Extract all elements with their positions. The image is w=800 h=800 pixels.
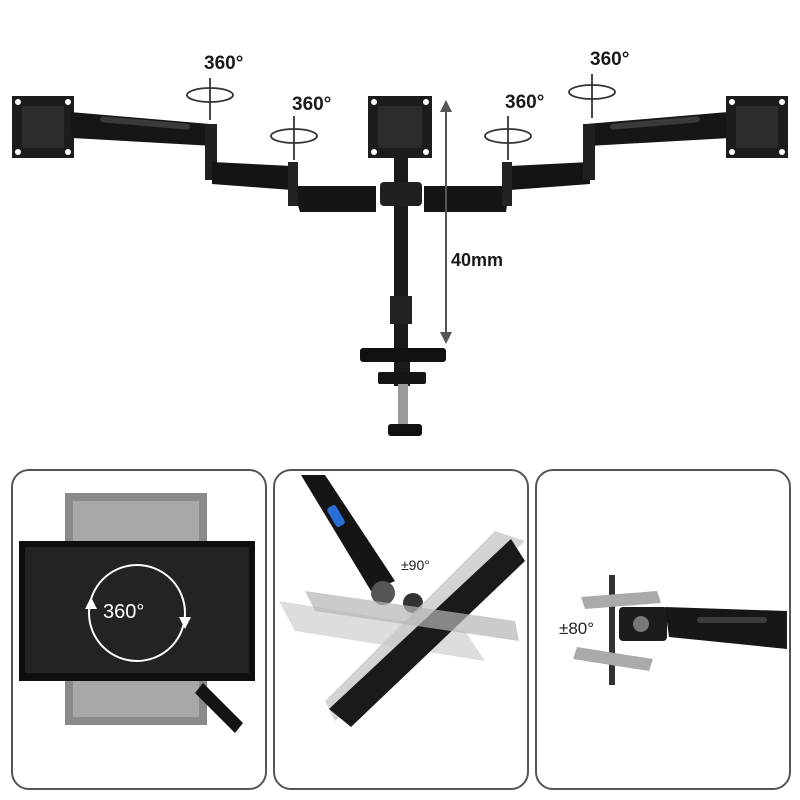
desk-clamp bbox=[360, 348, 446, 436]
rotation-label-4: 360° bbox=[590, 49, 630, 70]
rotation-axis-markers bbox=[186, 74, 616, 160]
pole bbox=[380, 156, 422, 356]
center-vesa-plate bbox=[368, 96, 432, 158]
detail-panel-rotation: 360° bbox=[11, 469, 267, 790]
tilt-label: ±90° bbox=[401, 557, 430, 573]
height-label: 40mm bbox=[451, 250, 504, 270]
rotation-label-3: 360° bbox=[505, 92, 545, 113]
right-outer-arm bbox=[583, 112, 730, 180]
detail-panel-tilt: ±90° bbox=[273, 469, 529, 790]
height-adjust-arrow bbox=[440, 100, 452, 344]
left-inner-arm bbox=[212, 162, 376, 212]
swivel-label: ±80° bbox=[559, 619, 595, 638]
detail-panel-swivel: ±80° bbox=[535, 469, 791, 790]
rotation-360-label: 360° bbox=[103, 601, 145, 623]
rotation-label-2: 360° bbox=[292, 94, 332, 115]
rotation-label-1: 360° bbox=[204, 53, 244, 74]
monitor-mount-drawing bbox=[12, 74, 788, 436]
right-vesa-plate bbox=[726, 96, 788, 158]
left-vesa-plate bbox=[12, 96, 74, 158]
right-inner-arm bbox=[424, 162, 590, 212]
left-outer-arm bbox=[70, 112, 217, 180]
